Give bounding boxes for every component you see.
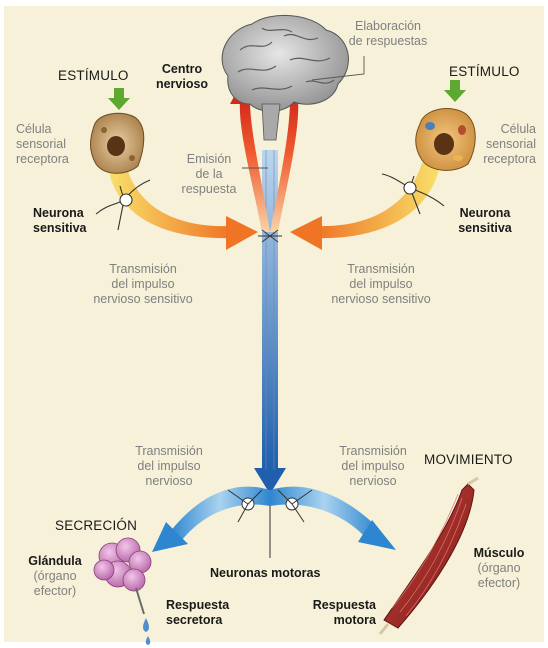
sensory-cell-icon <box>91 113 144 173</box>
stimulus-arrow-icon <box>444 80 466 102</box>
label-transmision-motor-left: Transmisión del impulso nervioso <box>124 444 214 489</box>
label-elaboracion: Elaboración de respuestas <box>338 19 438 49</box>
label-emision: Emisión de la respuesta <box>174 152 244 197</box>
label-celula-left: Célula sensorial receptora <box>16 122 69 167</box>
label-celula-right: Célula sensorial receptora <box>466 122 536 167</box>
label-centro-nervioso: Centro nervioso <box>140 62 224 92</box>
label-neurona-sensitiva-right: Neurona sensitiva <box>450 206 520 236</box>
label-estimulo-left: ESTÍMULO <box>58 68 129 83</box>
label-movimiento: MOVIMIENTO <box>424 452 513 467</box>
droplet-icon <box>146 636 151 645</box>
label-transmision-sensitivo-right: Transmisión del impulso nervioso sensiti… <box>316 262 446 307</box>
label-glandula: Glándula (órgano efector) <box>22 554 88 599</box>
label-estimulo-right: ESTÍMULO <box>449 64 520 79</box>
label-musculo: Músculo (órgano efector) <box>466 546 532 591</box>
motor-impulse-arrows <box>152 487 396 552</box>
label-respuesta-secretora: Respuesta secretora <box>166 598 229 628</box>
label-transmision-sensitivo-left: Transmisión del impulso nervioso sensiti… <box>78 262 208 307</box>
droplet-icon <box>143 618 149 632</box>
label-neurona-sensitiva-left: Neurona sensitiva <box>33 206 87 236</box>
muscle-icon <box>380 478 478 634</box>
stimulus-arrow-icon <box>108 88 130 110</box>
gland-icon <box>94 538 151 614</box>
label-secrecion: SECRECIÓN <box>55 518 137 533</box>
label-transmision-motor-right: Transmisión del impulso nervioso <box>328 444 418 489</box>
label-respuesta-motora: Respuesta motora <box>304 598 376 628</box>
label-neuronas-motoras: Neuronas motoras <box>210 566 320 581</box>
